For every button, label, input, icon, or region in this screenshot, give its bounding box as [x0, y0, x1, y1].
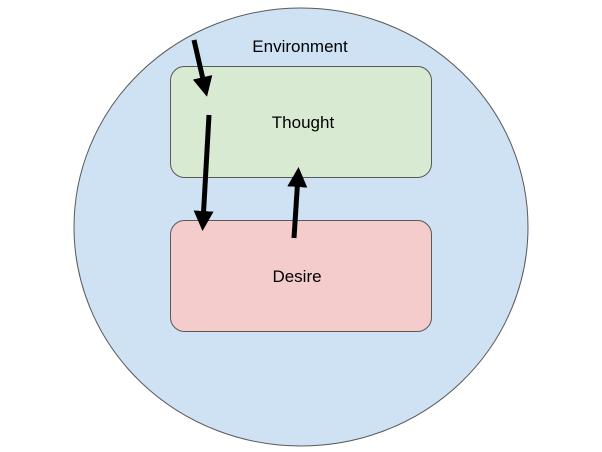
desire-label: Desire: [272, 267, 321, 286]
thought-label: Thought: [272, 113, 335, 132]
arrow-thought-to-desire: [193, 114, 214, 231]
environment-label: Environment: [252, 37, 348, 56]
desire-box: [170, 220, 432, 332]
arrow-environment-to-thought: [191, 39, 213, 97]
arrow-desire-to-thought: [287, 167, 308, 239]
